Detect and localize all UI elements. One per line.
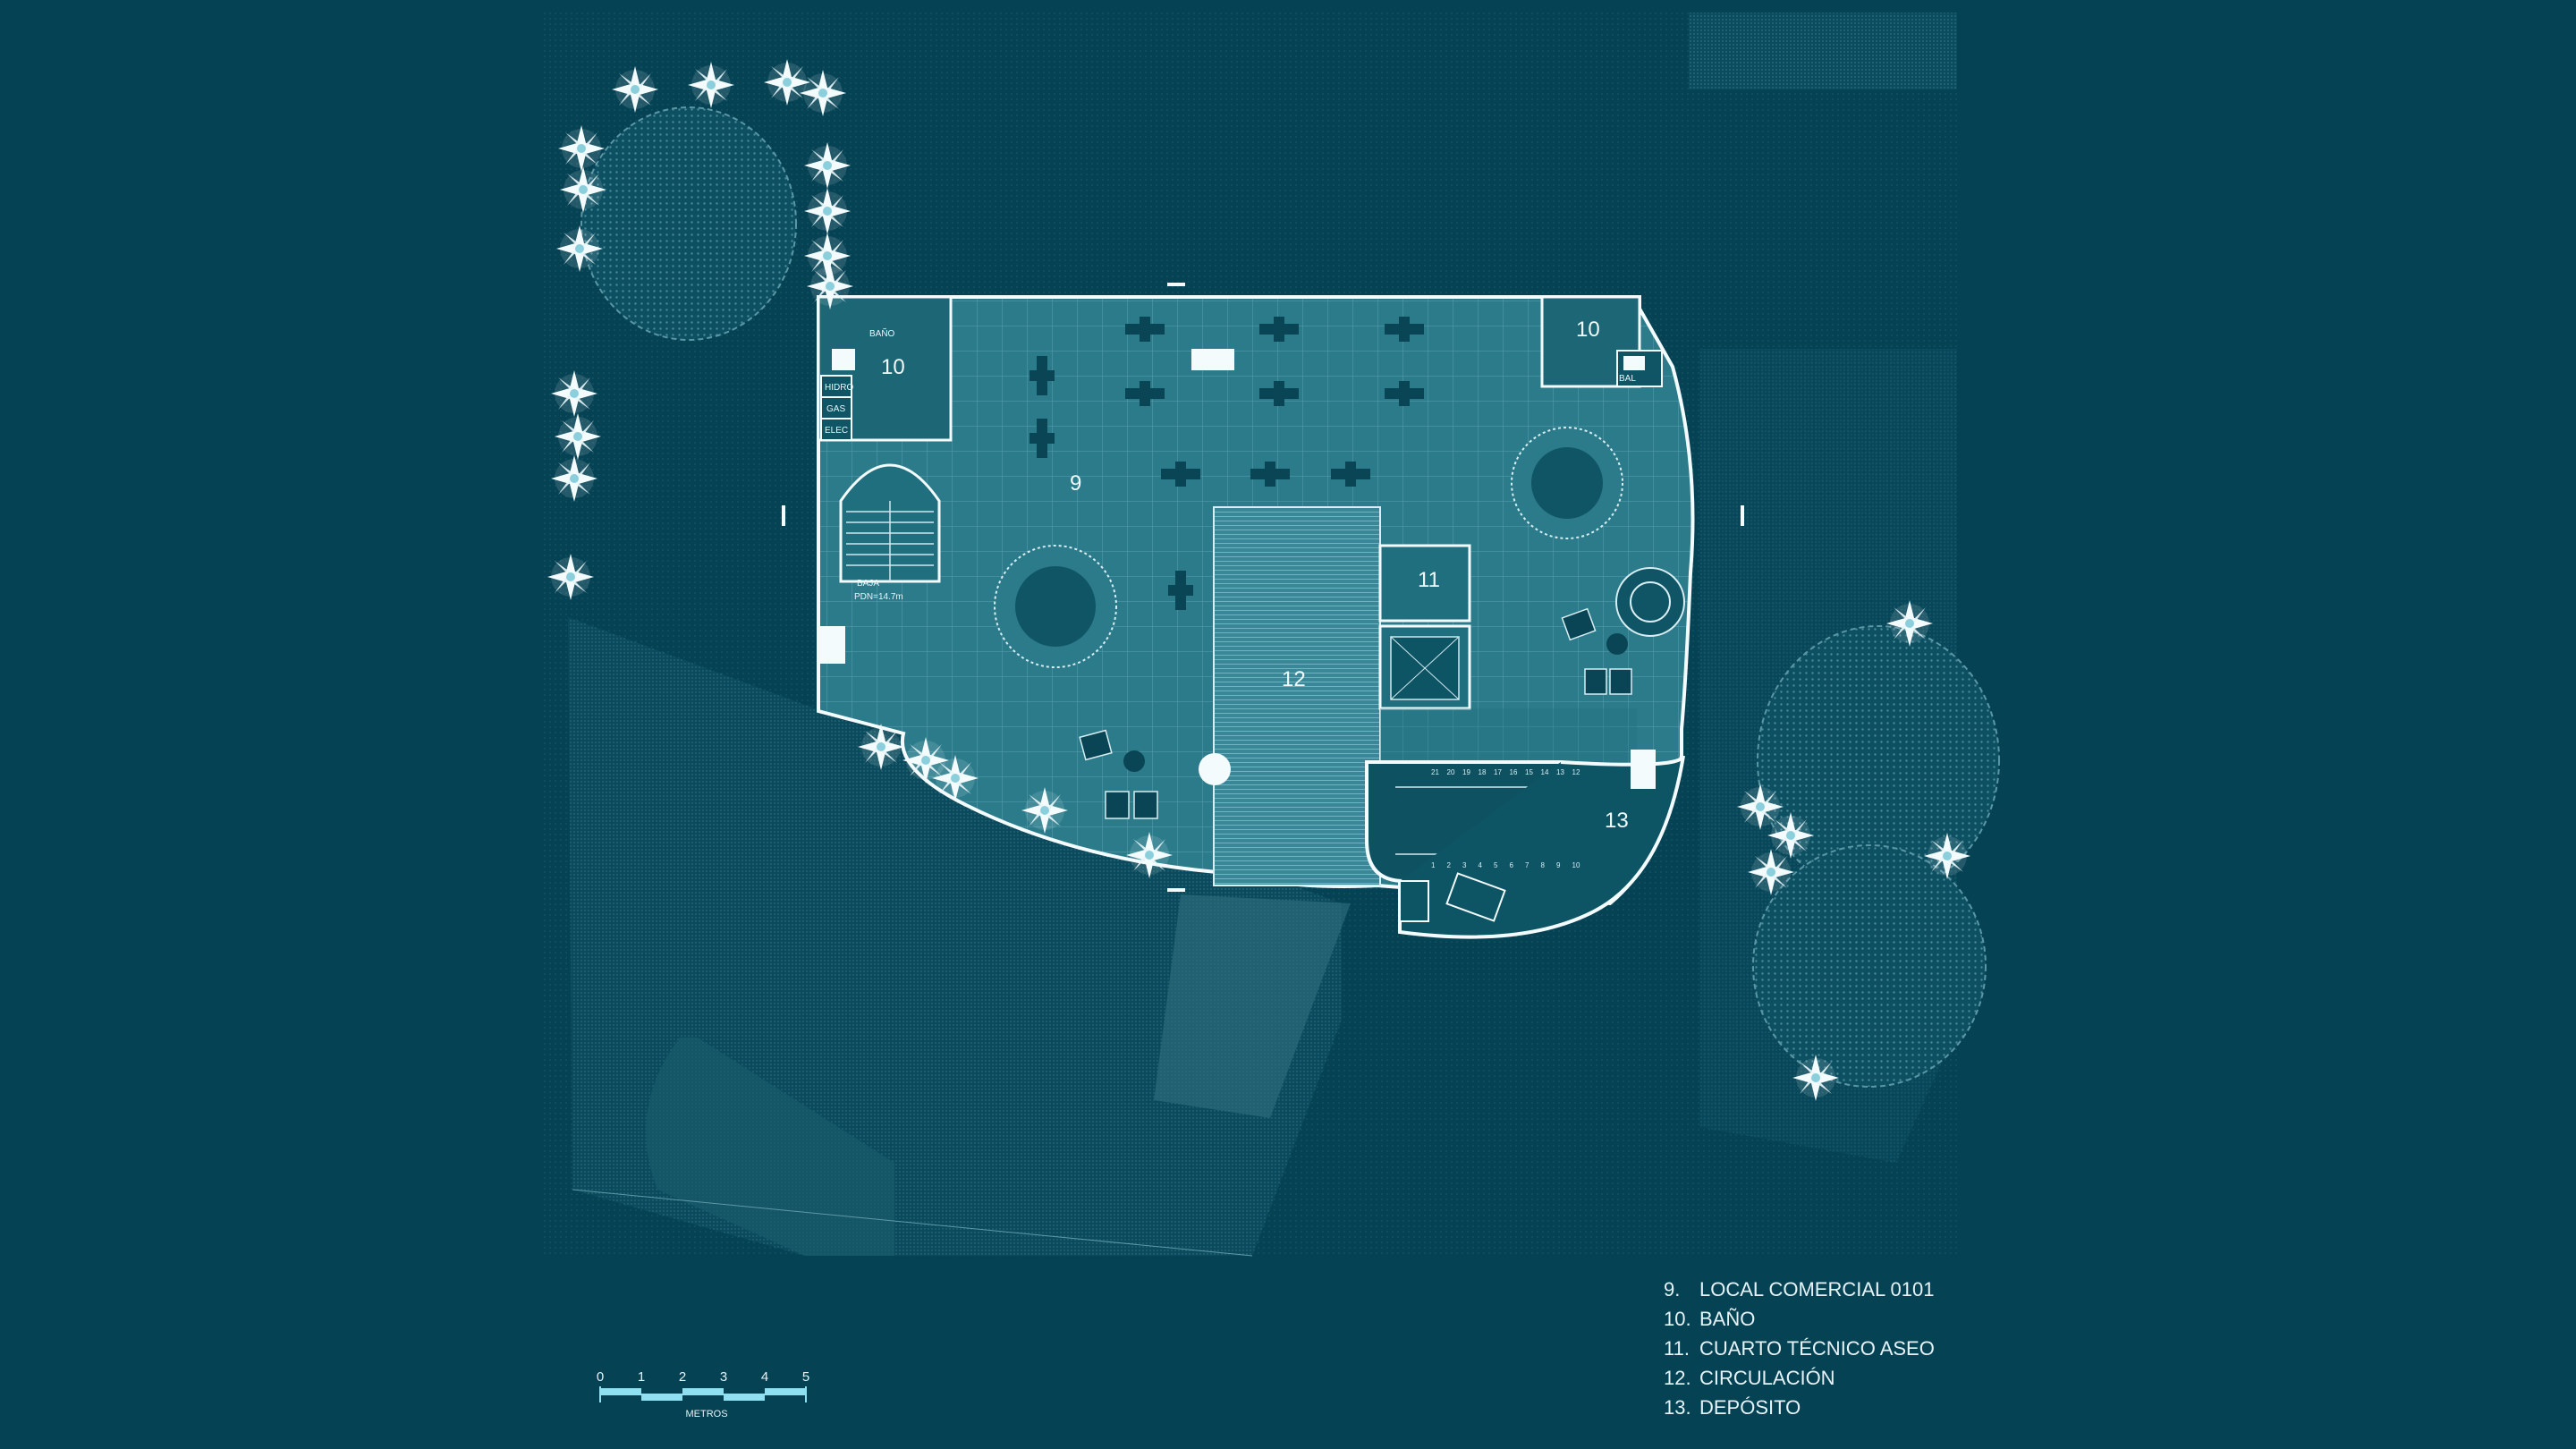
scale-tick-label: 3 [720,1369,727,1385]
legend-number: 12. [1664,1367,1691,1389]
room-label-13: 13 [1605,809,1629,833]
scale-tick-label: 5 [802,1369,809,1385]
stair-step-number: 15 [1525,768,1533,776]
tree-canopy-e [1752,625,2000,1088]
stair-step-number: 19 [1462,768,1470,776]
stair-step-number: 9 [1556,861,1561,869]
label-baja: BAJA [857,579,879,589]
stair-step-number: 16 [1510,768,1518,776]
stair-step-number: 1 [1431,861,1436,869]
room-label-10-east: 10 [1576,318,1600,342]
room-label-12: 12 [1282,667,1306,691]
stair-step-number: 20 [1447,768,1455,776]
label-hidro: HIDRO [825,383,853,393]
legend-text: BAÑO [1699,1308,1756,1330]
legend-item: 13. DEPÓSITO [1664,1393,1935,1422]
legend-text: CIRCULACIÓN [1699,1367,1835,1389]
legend-number: 13. [1664,1396,1691,1419]
scale-unit: METROS [685,1409,727,1419]
scale-tick-label: 0 [597,1369,604,1385]
scale-tick-label: 2 [679,1369,686,1385]
legend-item: 9. LOCAL COMERCIAL 0101 [1664,1275,1935,1304]
label-bano: BAÑO [869,327,895,339]
stair-step-number: 10 [1572,861,1580,869]
scale-tick-label: 1 [638,1369,645,1385]
stair-step-number: 8 [1541,861,1546,869]
stair-step-number: 14 [1541,768,1549,776]
legend-text: DEPÓSITO [1699,1396,1801,1419]
legend-item: 11. CUARTO TÉCNICO ASEO [1664,1334,1935,1363]
label-elec: ELEC [825,426,848,436]
stair-step-number: 7 [1525,861,1530,869]
stair-step-number: 3 [1462,861,1467,869]
stair-step-number: 13 [1556,768,1564,776]
label-bal: BAL [1619,374,1636,384]
room-label-10-west: 10 [881,355,905,379]
building-floor [782,283,1744,939]
tree-canopy-nw [580,106,797,341]
room-label-11: 11 [1418,568,1440,592]
stair-step-number: 12 [1572,768,1580,776]
legend-item: 10. BAÑO [1664,1304,1935,1334]
scale-segments [599,1386,807,1402]
legend-text: LOCAL COMERCIAL 0101 [1699,1278,1935,1301]
stair-step-number: 17 [1494,768,1502,776]
legend-item: 12. CIRCULACIÓN [1664,1363,1935,1393]
stair-step-number: 2 [1447,861,1452,869]
scale-bar: 0 1 2 3 4 5 METROS [597,1369,809,1419]
stair-step-number: 5 [1494,861,1498,869]
stair-step-number: 6 [1510,861,1514,869]
stair-step-number: 18 [1479,768,1487,776]
stair-step-number: 21 [1431,768,1439,776]
legend-number: 9. [1664,1278,1681,1301]
room-label-9: 9 [1070,471,1081,496]
scale-tick-label: 4 [761,1369,768,1385]
room-legend: 9. LOCAL COMERCIAL 0101 10. BAÑO 11. CUA… [1664,1275,1935,1422]
label-level: PDN=14.7m [854,592,903,602]
stair-step-number: 4 [1479,861,1483,869]
label-gas: GAS [826,404,845,414]
legend-number: 10. [1664,1308,1691,1330]
legend-text: CUARTO TÉCNICO ASEO [1699,1337,1935,1360]
legend-number: 11. [1664,1337,1690,1360]
